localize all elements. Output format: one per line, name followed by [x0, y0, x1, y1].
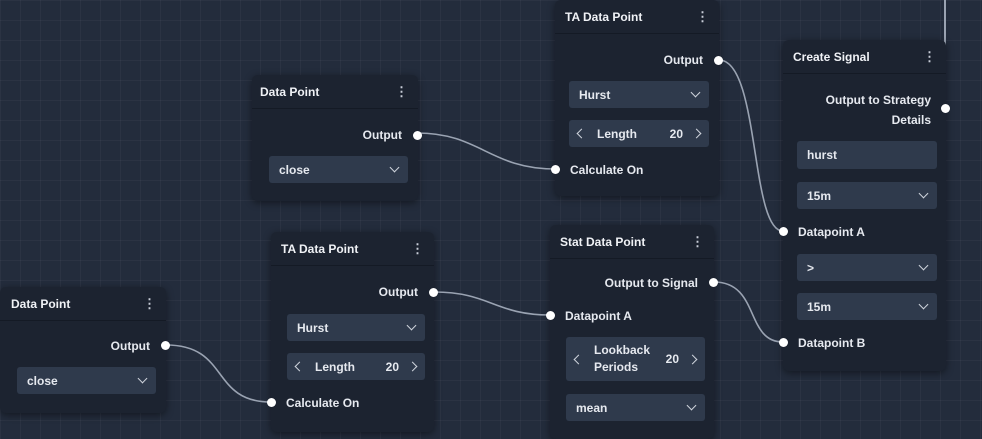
node-title: TA Data Point	[565, 9, 643, 24]
output-port-label: Output	[110, 339, 150, 353]
select-value: Hurst	[297, 320, 329, 335]
chevron-left-icon[interactable]	[576, 128, 587, 139]
lookback-stepper[interactable]: Lookback Periods 20	[566, 337, 705, 381]
select-value: close	[27, 373, 58, 388]
chevron-right-icon[interactable]	[687, 354, 698, 364]
node-menu-icon[interactable]: ⋮	[411, 241, 424, 256]
length-stepper[interactable]: Length 20	[287, 353, 425, 380]
chevron-down-icon	[918, 299, 929, 310]
node-header[interactable]: Create Signal ⋮	[783, 40, 946, 74]
output-port-label: Output	[362, 128, 402, 142]
input-port-label: Datapoint B	[798, 336, 866, 350]
input-port[interactable]	[779, 338, 788, 347]
node-menu-icon[interactable]: ⋮	[691, 234, 704, 249]
wire-dp2-to-ta2	[165, 344, 272, 403]
timeframe-b-select[interactable]: 15m	[797, 293, 937, 320]
chevron-left-icon[interactable]	[573, 354, 584, 364]
input-port-label: Calculate On	[286, 396, 360, 410]
chevron-down-icon	[389, 162, 400, 173]
node-menu-icon[interactable]: ⋮	[143, 296, 156, 311]
output-port-label: Output to Signal	[604, 276, 698, 290]
stepper-label: Lookback Periods	[594, 342, 666, 376]
ta-data-point-node[interactable]: TA Data Point ⋮ Output Hurst Length 20 C…	[267, 232, 438, 432]
data-point-node[interactable]: Data Point ⋮ Output close	[0, 287, 170, 413]
output-port[interactable]	[714, 56, 723, 65]
output-port[interactable]	[429, 288, 438, 297]
select-value: 15m	[807, 299, 832, 314]
length-stepper[interactable]: Length 20	[569, 120, 709, 147]
node-title: Stat Data Point	[560, 234, 646, 249]
output-port[interactable]	[941, 104, 950, 113]
chevron-down-icon	[686, 400, 697, 411]
node-header[interactable]: TA Data Point ⋮	[555, 0, 719, 34]
input-port-label: Datapoint A	[565, 309, 632, 323]
stepper-label: Length	[315, 359, 355, 374]
indicator-select[interactable]: Hurst	[569, 81, 709, 108]
node-menu-icon[interactable]: ⋮	[395, 84, 408, 99]
chevron-down-icon	[690, 87, 701, 98]
input-port[interactable]	[546, 311, 555, 320]
output-port[interactable]	[709, 278, 718, 287]
select-value: close	[279, 162, 310, 177]
chevron-right-icon[interactable]	[407, 361, 418, 372]
indicator-select[interactable]: Hurst	[287, 314, 425, 341]
chevron-down-icon	[406, 320, 417, 331]
input-port[interactable]	[267, 398, 276, 407]
node-menu-icon[interactable]: ⋮	[696, 9, 709, 24]
input-port[interactable]	[551, 165, 560, 174]
output-label-line-2: Details	[891, 113, 931, 127]
wire-dp1-to-ta1	[416, 132, 556, 170]
node-title: Data Point	[11, 296, 71, 311]
wire-ta2-to-stat	[433, 291, 551, 316]
stat-data-point-node[interactable]: Stat Data Point ⋮ Output to Signal Datap…	[546, 225, 718, 439]
stepper-label: Length	[597, 126, 637, 141]
input-port[interactable]	[779, 227, 788, 236]
input-port-label: Calculate On	[570, 163, 644, 177]
field-select[interactable]: close	[17, 367, 156, 394]
chevron-down-icon	[918, 188, 929, 199]
node-header[interactable]: Data Point ⋮	[0, 287, 166, 321]
chevron-right-icon[interactable]	[691, 128, 702, 139]
ta-data-point-node[interactable]: TA Data Point ⋮ Output Hurst Length 20 C…	[551, 0, 723, 196]
stepper-label-line-1: Lookback	[594, 343, 651, 357]
field-select[interactable]: close	[269, 156, 408, 183]
wire-ta1-to-signal	[718, 59, 784, 232]
stepper-label-line-2: Periods	[594, 360, 639, 374]
signal-name-field[interactable]: hurst	[797, 141, 937, 169]
node-title: Create Signal	[793, 49, 870, 64]
node-title: TA Data Point	[281, 241, 359, 256]
node-header[interactable]: TA Data Point ⋮	[271, 232, 434, 266]
operator-select[interactable]: >	[797, 254, 937, 281]
data-point-node[interactable]: Data Point ⋮ Output close	[252, 75, 422, 201]
output-port[interactable]	[413, 131, 422, 140]
select-value: Hurst	[579, 87, 611, 102]
method-select[interactable]: mean	[566, 394, 705, 421]
node-header[interactable]: Data Point ⋮	[252, 75, 418, 109]
select-value: 15m	[807, 188, 832, 203]
output-port-label: Output to Strategy Details	[826, 90, 931, 130]
chevron-down-icon	[137, 373, 148, 384]
select-value: mean	[576, 400, 608, 415]
field-value: hurst	[807, 148, 837, 162]
output-label-line-1: Output to Strategy	[825, 93, 931, 107]
timeframe-a-select[interactable]: 15m	[797, 182, 937, 209]
stepper-value: 20	[669, 126, 683, 141]
stepper-value: 20	[665, 352, 679, 366]
create-signal-node[interactable]: Create Signal ⋮ Output to Strategy Detai…	[779, 40, 950, 371]
input-port-label: Datapoint A	[798, 225, 865, 239]
chevron-left-icon[interactable]	[294, 361, 305, 372]
output-port[interactable]	[161, 341, 170, 350]
stepper-value: 20	[385, 359, 399, 374]
wire-signal-to-strategy	[944, 0, 946, 72]
node-menu-icon[interactable]: ⋮	[923, 49, 936, 64]
node-title: Data Point	[260, 84, 320, 99]
node-header[interactable]: Stat Data Point ⋮	[550, 225, 714, 259]
chevron-down-icon	[918, 260, 929, 271]
output-port-label: Output	[378, 285, 418, 299]
output-port-label: Output	[663, 53, 703, 67]
select-value: >	[807, 260, 815, 275]
wire-stat-to-signal	[713, 281, 784, 343]
